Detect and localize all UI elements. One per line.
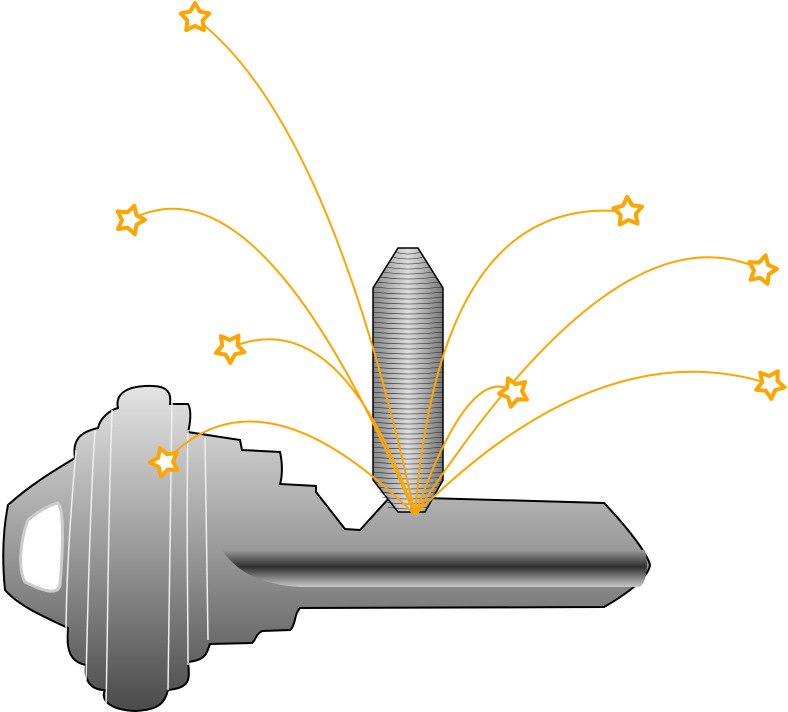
spark-curve xyxy=(414,209,629,516)
star-icon xyxy=(497,376,529,409)
star-icon xyxy=(747,253,779,286)
key-body xyxy=(2,384,652,712)
spark-curve xyxy=(229,338,416,516)
star-icon xyxy=(754,369,787,401)
spark-curve xyxy=(194,17,416,516)
star-icon xyxy=(213,333,247,365)
spark-curve xyxy=(414,370,771,516)
spark-curves xyxy=(129,17,771,516)
key xyxy=(2,384,652,712)
spark-curve xyxy=(414,256,763,516)
star-icon xyxy=(148,445,180,479)
key-head-ridges xyxy=(65,399,209,706)
key-groove xyxy=(222,550,647,587)
star-icon xyxy=(611,195,644,227)
pin-stack xyxy=(372,247,444,513)
star-icon xyxy=(178,1,212,33)
star-icon xyxy=(115,203,147,237)
spark-curve xyxy=(414,385,515,516)
spark-curve xyxy=(164,420,416,516)
key-hole xyxy=(19,501,64,593)
spark-curve xyxy=(129,207,416,516)
stars xyxy=(115,1,787,479)
